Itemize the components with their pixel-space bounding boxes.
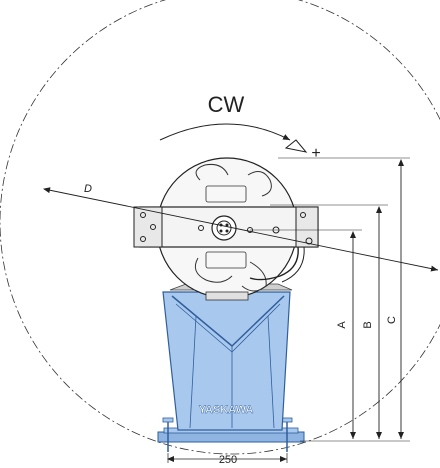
work-envelope-circle <box>0 0 440 455</box>
brand-label: YASKAWA <box>199 404 254 416</box>
base-width-dimension <box>167 453 288 463</box>
diameter-dimension-line <box>43 187 439 272</box>
base-width-label: 250 <box>219 454 237 463</box>
height-a-label: A <box>336 321 348 329</box>
height-b-label: B <box>362 321 374 328</box>
height-c-label: C <box>386 316 398 324</box>
plus-sign-label: + <box>311 145 320 162</box>
rotation-direction-label: CW <box>208 92 245 117</box>
rotation-arrow-icon <box>159 123 308 153</box>
height-extension-lines <box>250 157 410 442</box>
diameter-label: D <box>84 183 92 195</box>
